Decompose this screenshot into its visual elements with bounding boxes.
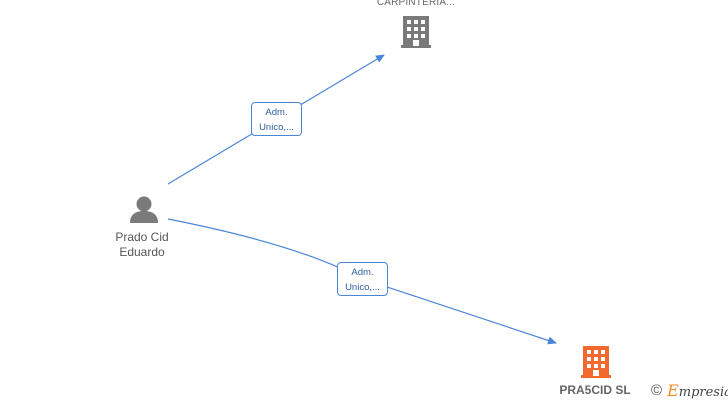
- brand-name: Empresia: [667, 381, 728, 400]
- edge-label-bottom-line2: Unico,...: [345, 282, 380, 293]
- bottom-company-label[interactable]: PRA5CID SL: [559, 383, 631, 397]
- edge-label-bottom-line1: Adm.: [351, 267, 374, 278]
- person-icon[interactable]: [130, 196, 158, 224]
- top-company-label[interactable]: CARPINTERIA...: [376, 0, 456, 8]
- building-icon[interactable]: [581, 346, 611, 378]
- person-name-line2: Eduardo: [119, 245, 165, 259]
- brand-watermark: © Empresia: [651, 380, 728, 400]
- brand-rest: mpresia: [678, 384, 728, 400]
- person-name-line1: Prado Cid: [115, 230, 169, 244]
- brand-initial: E: [667, 380, 679, 400]
- person-label[interactable]: Prado Cid Eduardo: [100, 230, 184, 260]
- copyright-symbol: ©: [651, 381, 663, 399]
- edge-label-top-line1: Adm.: [265, 107, 288, 118]
- building-icon[interactable]: [401, 16, 431, 48]
- edge-label-top[interactable]: Adm. Unico,...: [251, 102, 302, 136]
- edge-label-bottom[interactable]: Adm. Unico,...: [337, 262, 388, 296]
- edge-label-top-line2: Unico,...: [259, 122, 294, 133]
